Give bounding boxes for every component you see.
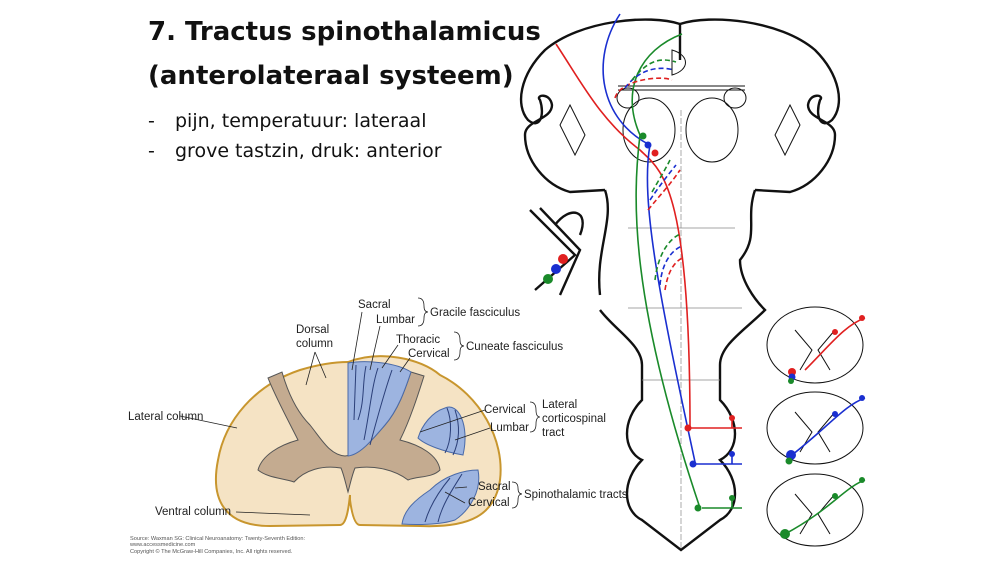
sacral-label: Sacral — [358, 299, 391, 311]
labels: Dorsal column Lateral column Ventral col… — [128, 299, 628, 555]
slide-title: 7. Tractus spinothalamicus (anterolatera… — [148, 10, 541, 98]
stt-fiber-lines — [424, 473, 463, 523]
lumbar-label: Lumbar — [376, 314, 415, 326]
source-line-3: Copyright © The McGraw-Hill Companies, I… — [130, 548, 293, 555]
bullet-text: grove tastzin, druk: anterior — [175, 140, 442, 162]
spinal-segment-cervical — [766, 473, 866, 547]
spinal-segment-sacral — [766, 306, 866, 384]
title-line-1: 7. Tractus spinothalamicus — [148, 17, 541, 47]
cst-cervical-label: Cervical — [484, 404, 526, 416]
gracile-fasciculus-label: Gracile fasciculus — [430, 307, 520, 319]
bullet-marker: - — [148, 140, 155, 162]
spinothalamic-label: Spinothalamic tracts — [524, 489, 628, 501]
lateral-column-label: Lateral column — [128, 411, 203, 423]
lateral-corticospinal-tract — [417, 406, 466, 456]
internal-capsule-inset — [529, 207, 584, 296]
bullet-marker: - — [148, 110, 155, 132]
level-lines — [628, 110, 742, 548]
dorsal-column-label: Dorsal — [296, 324, 329, 336]
source-line-1: Source: Waxman SG: Clinical Neuroanatomy… — [130, 536, 305, 542]
cervical-pathway — [631, 33, 701, 509]
bullet-item: -grove tastzin, druk: anterior — [148, 136, 442, 166]
brain-inner-structures — [559, 49, 801, 163]
pathways — [555, 13, 742, 509]
pathway-nuclei — [639, 132, 735, 512]
cst-lumbar-label: Lumbar — [490, 422, 529, 434]
bullet-list: -pijn, temperatuur: lateraal -grove tast… — [148, 106, 442, 166]
thoracic-pathway — [602, 13, 696, 463]
lateral-cst-label-3: tract — [542, 427, 565, 439]
brackets — [417, 297, 541, 509]
brain-outline — [519, 18, 841, 552]
leader-lines — [179, 311, 491, 516]
lateral-cst-label-2: corticospinal — [542, 413, 606, 425]
spinothalamic-tract — [401, 469, 480, 525]
spinal-segment-thoracic — [766, 391, 866, 465]
bullet-item: -pijn, temperatuur: lateraal — [148, 106, 442, 136]
dorsal-column-label-2: column — [296, 338, 333, 350]
cervical-label: Cervical — [408, 348, 450, 360]
stt-sacral-label: Sacral — [478, 481, 511, 493]
source-line-2: www.accessmedicine.com — [129, 542, 196, 548]
cst-fiber-lines — [444, 407, 459, 456]
sacral-pathway — [555, 43, 691, 429]
bullet-text: pijn, temperatuur: lateraal — [175, 110, 427, 132]
stt-cervical-label: Cervical — [468, 497, 510, 509]
ventral-column-label: Ventral column — [155, 506, 231, 518]
lateral-cst-label-1: Lateral — [542, 399, 577, 411]
fiber-lines — [353, 364, 393, 446]
cuneate-fasciculus-label: Cuneate fasciculus — [466, 341, 563, 353]
thoracic-label: Thoracic — [396, 334, 440, 346]
title-line-2: (anterolateraal systeem) — [148, 61, 514, 91]
